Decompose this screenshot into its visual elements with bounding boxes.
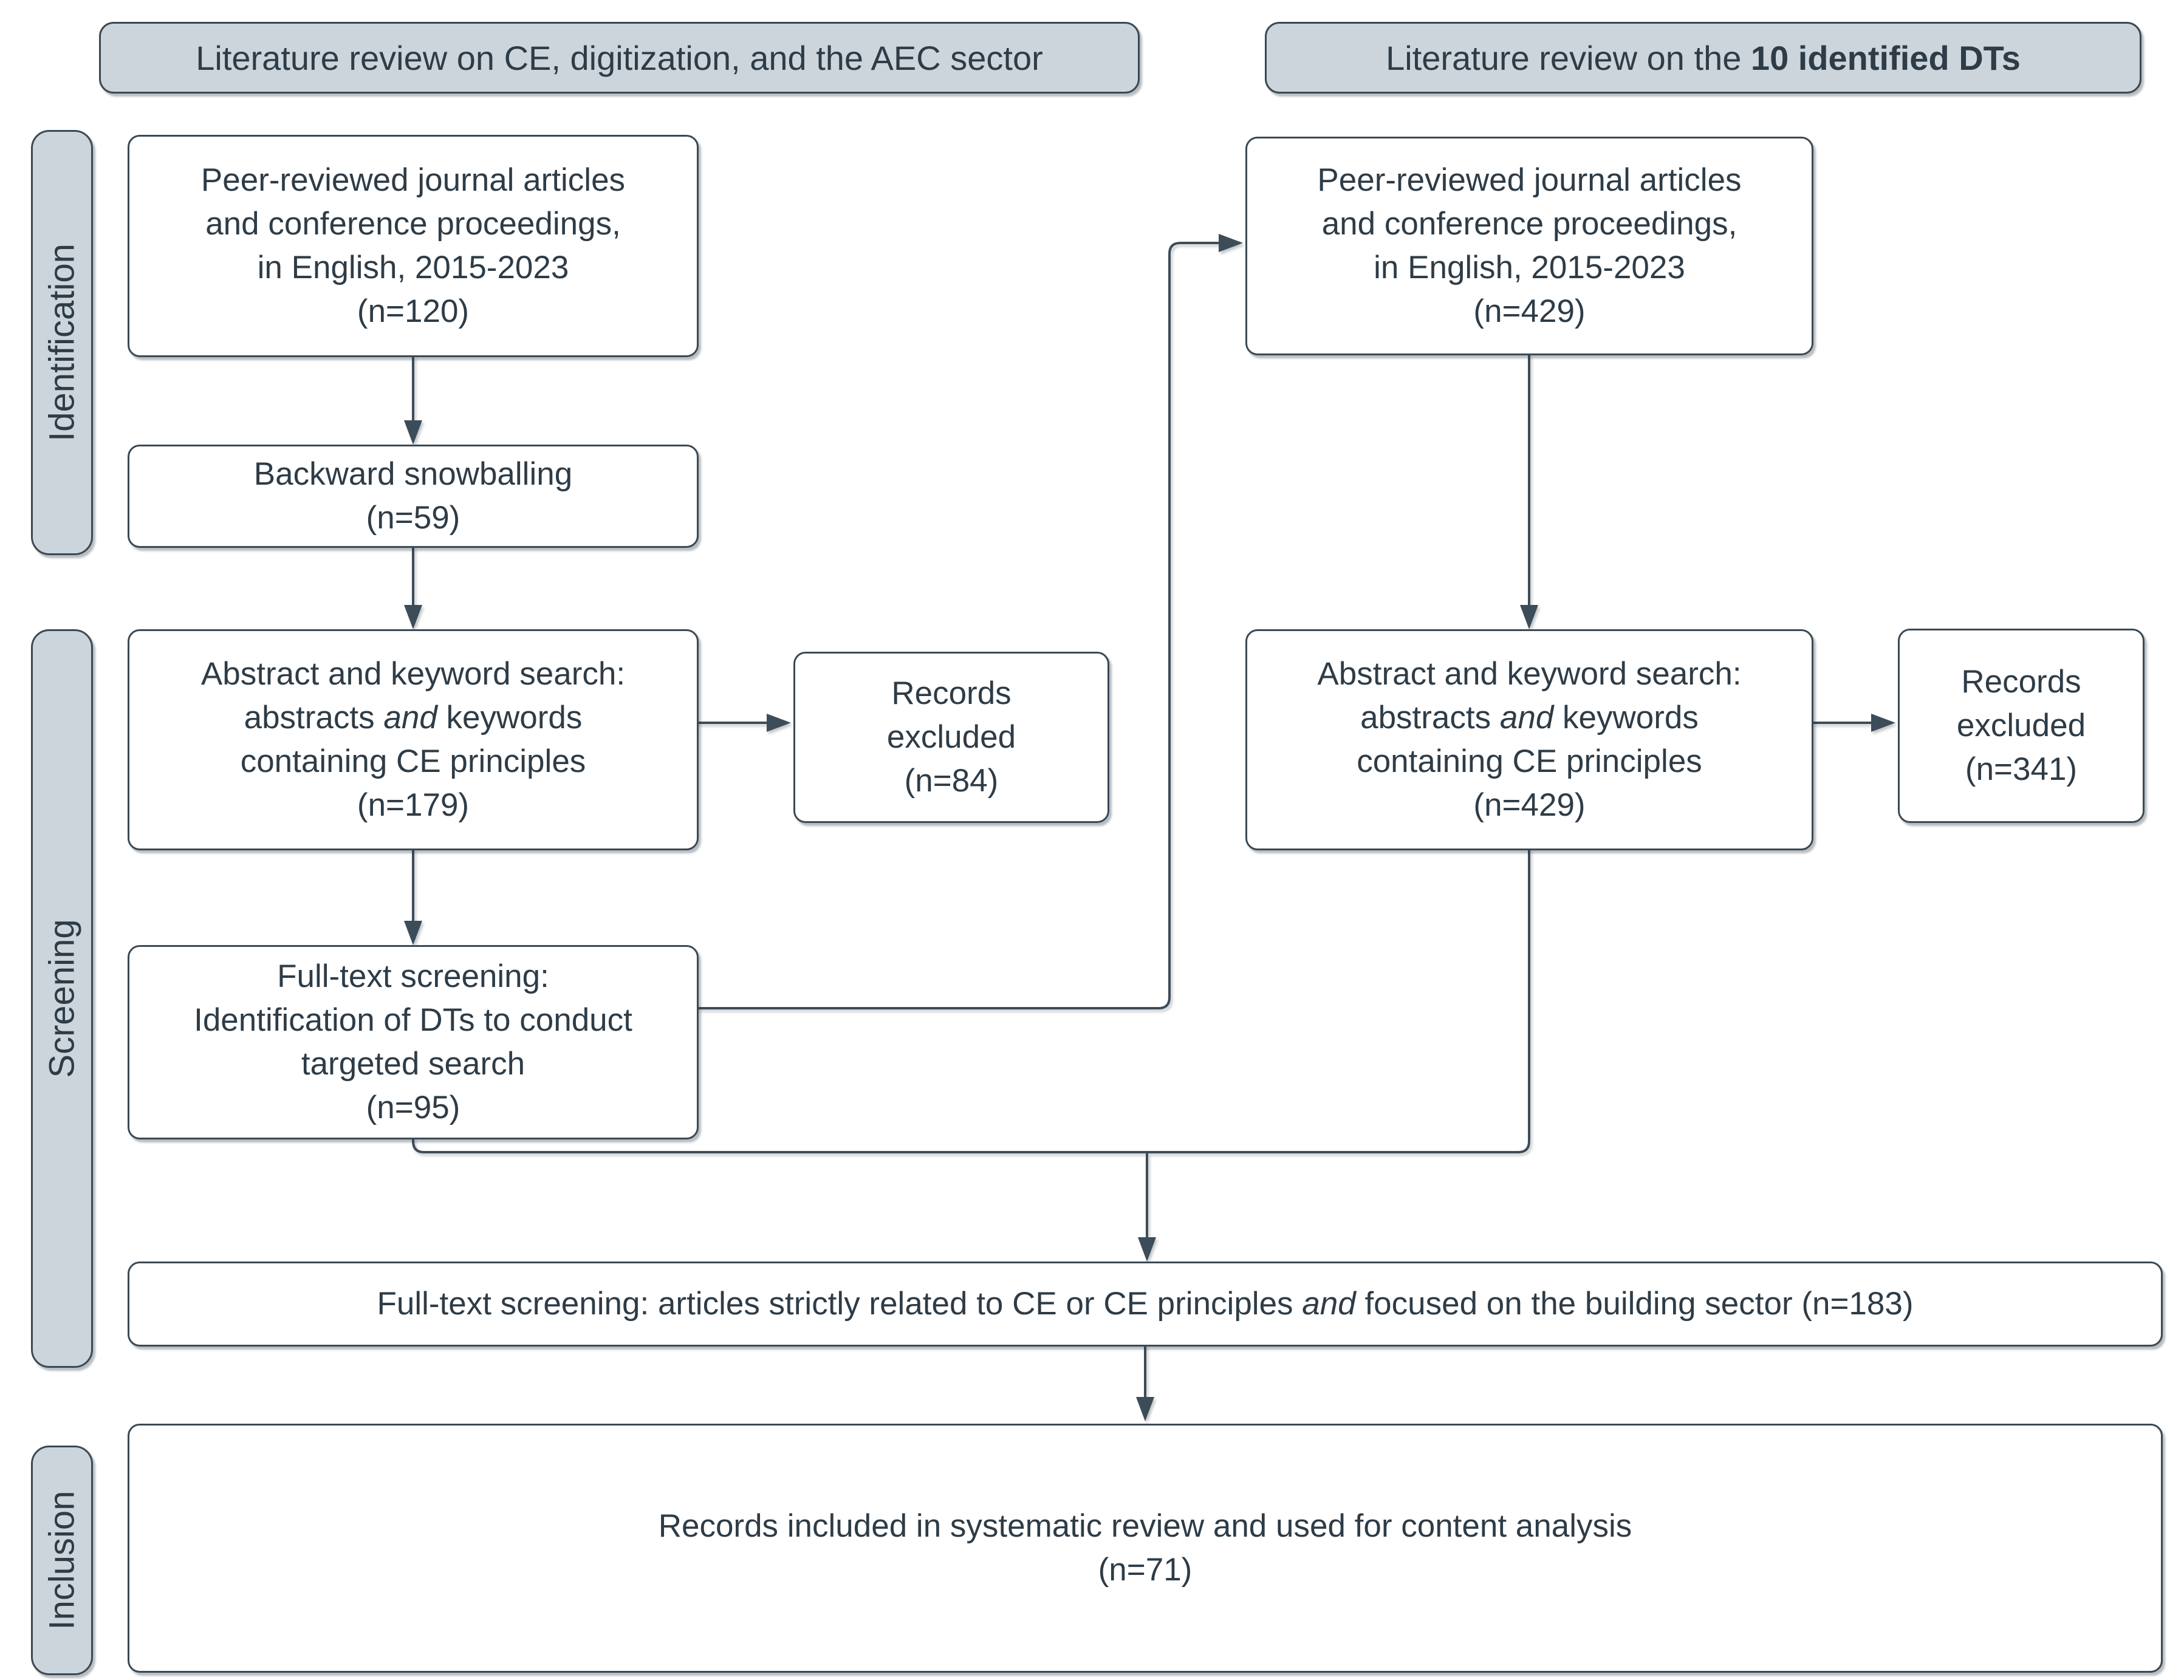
header-right-bold: 10 identified DTs bbox=[1750, 38, 2021, 77]
box-line: Peer-reviewed journal articles bbox=[1317, 162, 1742, 198]
box-line-part: abstracts bbox=[244, 699, 384, 736]
bar-count: (n=71) bbox=[1098, 1552, 1193, 1588]
box-count: (n=95) bbox=[366, 1090, 460, 1126]
box-count: (n=59) bbox=[366, 500, 460, 536]
arrowhead bbox=[1871, 714, 1895, 732]
arrowhead bbox=[1138, 1237, 1156, 1262]
box-line: Abstract and keyword search: bbox=[200, 655, 626, 692]
arrowhead bbox=[404, 420, 422, 445]
arrowhead bbox=[404, 605, 422, 629]
box-line: containing CE principles bbox=[240, 743, 586, 779]
box-line: targeted search bbox=[301, 1046, 525, 1082]
box-line: abstracts and keywords bbox=[1360, 696, 1699, 740]
box-line: Abstract and keyword search: bbox=[1317, 655, 1742, 692]
box-line: in English, 2015-2023 bbox=[257, 250, 569, 285]
box-line: Peer-reviewed journal articles bbox=[200, 162, 626, 198]
arrowhead bbox=[1219, 234, 1243, 252]
arrowhead bbox=[767, 714, 791, 732]
box-line: and conference proceedings, bbox=[1321, 205, 1737, 242]
box-line: Backward snowballing bbox=[253, 456, 573, 492]
connector-merge-left bbox=[412, 1138, 1519, 1153]
box-line-part: keywords bbox=[437, 699, 583, 736]
connector-fulltext-to-peer-right bbox=[697, 242, 1220, 1009]
box-line: Records bbox=[891, 675, 1012, 711]
box-line: excluded bbox=[886, 719, 1016, 755]
box-fulltext-screening-dts: Full-text screening: Identification of D… bbox=[128, 945, 699, 1139]
bar-line-italic: and bbox=[1302, 1285, 1356, 1322]
header-right-literature-review: Literature review on the 10 identified D… bbox=[1265, 22, 2141, 94]
box-line: excluded bbox=[1956, 707, 2086, 743]
bar-fulltext-screening-merged: Full-text screening: articles strictly r… bbox=[128, 1262, 2163, 1347]
header-right-prefix: Literature review on the bbox=[1386, 38, 1751, 77]
arrowhead bbox=[1136, 1397, 1154, 1421]
box-abstract-search-left: Abstract and keyword search: abstracts a… bbox=[128, 629, 699, 850]
header-left-literature-review: Literature review on CE, digitization, a… bbox=[99, 22, 1140, 94]
bar-line: Full-text screening: articles strictly r… bbox=[377, 1282, 1913, 1326]
box-line-italic: and bbox=[1499, 699, 1554, 736]
stage-label-identification: Identification bbox=[42, 244, 82, 442]
box-count: (n=84) bbox=[904, 763, 999, 799]
box-count: (n=120) bbox=[357, 293, 470, 330]
stage-band-identification: Identification bbox=[31, 130, 93, 555]
box-line: abstracts and keywords bbox=[244, 696, 583, 740]
box-line-part: abstracts bbox=[1360, 699, 1500, 736]
box-line-part: keywords bbox=[1553, 699, 1699, 736]
box-peer-reviewed-right: Peer-reviewed journal articles and confe… bbox=[1245, 137, 1813, 355]
connector-merge-right bbox=[1517, 849, 1530, 1153]
box-abstract-search-right: Abstract and keyword search: abstracts a… bbox=[1245, 629, 1813, 850]
box-count: (n=341) bbox=[1965, 751, 2078, 788]
box-line-italic: and bbox=[383, 699, 437, 736]
box-line: Records bbox=[1961, 663, 2081, 700]
arrowhead bbox=[404, 921, 422, 945]
box-count: (n=429) bbox=[1473, 293, 1586, 330]
bar-line: Records included in systematic review an… bbox=[658, 1508, 1632, 1544]
stage-label-inclusion: Inclusion bbox=[42, 1490, 82, 1630]
arrowhead bbox=[1520, 605, 1538, 629]
box-line: Identification of DTs to conduct bbox=[194, 1002, 632, 1038]
bar-line-part: Full-text screening: articles strictly r… bbox=[377, 1285, 1303, 1322]
box-peer-reviewed-left: Peer-reviewed journal articles and confe… bbox=[128, 135, 699, 357]
box-line: Full-text screening: bbox=[277, 958, 549, 994]
box-records-excluded-right: Records excluded (n=341) bbox=[1898, 629, 2145, 823]
box-records-excluded-left: Records excluded (n=84) bbox=[793, 652, 1109, 823]
box-backward-snowballing: Backward snowballing (n=59) bbox=[128, 445, 699, 548]
box-line: containing CE principles bbox=[1357, 743, 1702, 779]
box-count: (n=179) bbox=[357, 787, 470, 824]
bar-records-included: Records included in systematic review an… bbox=[128, 1424, 2163, 1673]
box-line: in English, 2015-2023 bbox=[1374, 250, 1685, 285]
box-line: and conference proceedings, bbox=[205, 205, 621, 242]
stage-label-screening: Screening bbox=[42, 919, 82, 1078]
header-left-label: Literature review on CE, digitization, a… bbox=[196, 38, 1043, 77]
stage-band-screening: Screening bbox=[31, 629, 93, 1368]
header-right-label: Literature review on the 10 identified D… bbox=[1386, 38, 2021, 78]
bar-line-part: focused on the building sector (n=183) bbox=[1355, 1285, 1914, 1322]
box-count: (n=429) bbox=[1473, 787, 1586, 824]
stage-band-inclusion: Inclusion bbox=[31, 1446, 93, 1675]
